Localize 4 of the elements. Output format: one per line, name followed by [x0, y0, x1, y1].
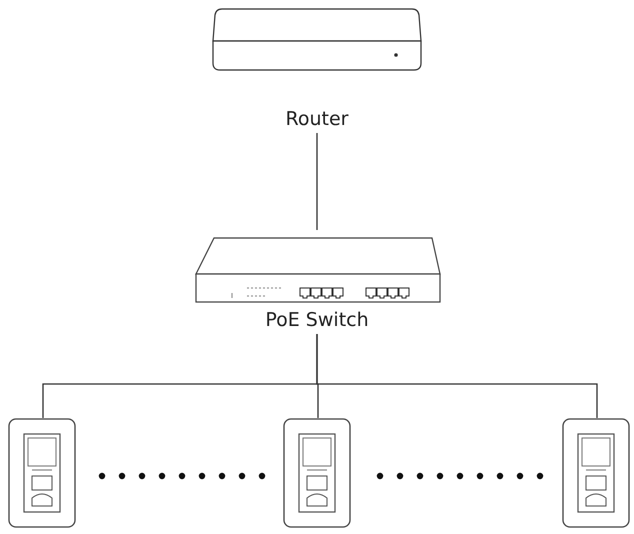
device-label: Router	[286, 108, 348, 130]
connector-line	[316, 133, 318, 230]
connector-line	[316, 334, 598, 418]
device-label: PoE Switch	[265, 309, 369, 331]
